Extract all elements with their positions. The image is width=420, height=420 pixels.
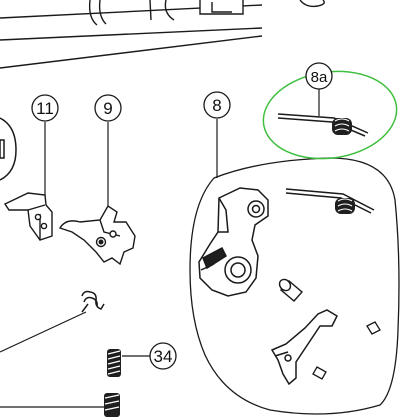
small-torsion-spring — [81, 290, 105, 313]
part-8-group-outline — [189, 157, 400, 415]
part-34-coil-spring-lower — [104, 393, 120, 417]
leader-line-small-spring — [0, 311, 87, 353]
callout-8a-label: 8a — [311, 69, 328, 86]
part-8-small-pin — [366, 321, 381, 335]
callout-11: 11 — [31, 94, 59, 196]
callout-9-label: 9 — [103, 99, 112, 118]
callout-8-label: 8 — [212, 96, 221, 115]
callout-9: 9 — [94, 94, 122, 206]
part-8a-torsion-spring — [277, 113, 369, 137]
callout-11-label: 11 — [36, 99, 54, 118]
part-8-hammer — [198, 187, 269, 297]
part-11-bracket — [3, 192, 53, 241]
left-partial-part — [0, 117, 17, 181]
part-34-coil-spring — [107, 349, 121, 377]
callout-8a: 8a — [305, 62, 333, 116]
part-8-torsion-spring — [285, 188, 375, 214]
callout-34: 34 — [122, 342, 177, 370]
callout-8: 8 — [203, 91, 231, 178]
part-8-pin-cylinder — [278, 278, 303, 302]
callout-34-label: 34 — [154, 347, 173, 366]
barrel-assembly — [0, 0, 325, 69]
part-9-lever — [58, 205, 136, 266]
part-8-small-pin-lower — [312, 366, 327, 380]
part-8-trigger-lever — [270, 309, 338, 386]
